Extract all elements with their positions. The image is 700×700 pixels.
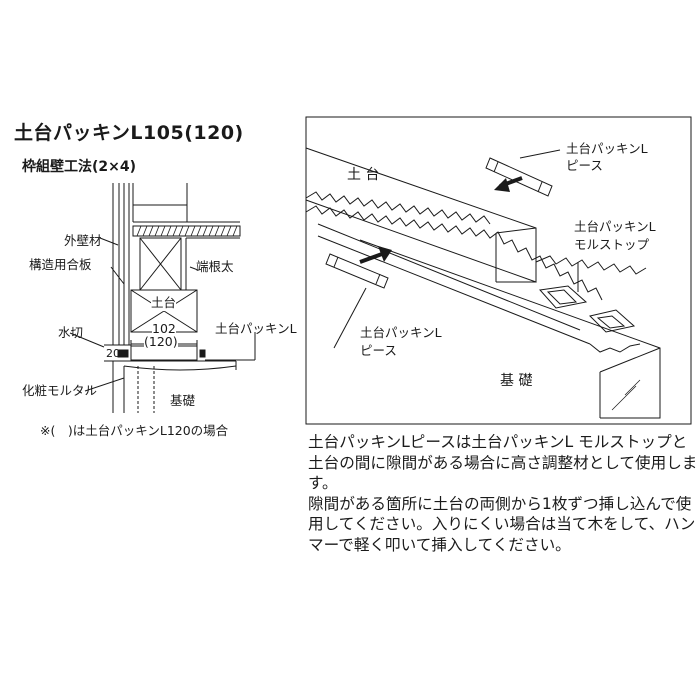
leader-flashing bbox=[69, 332, 105, 348]
packing-ribs-top bbox=[305, 191, 491, 225]
iso-sill-label: 土 台 bbox=[347, 167, 380, 183]
leader-piece-left bbox=[333, 287, 367, 349]
sill-beam bbox=[305, 147, 537, 283]
width-dimension: 102 bbox=[152, 321, 176, 336]
leader-piece-top bbox=[519, 149, 561, 159]
foundation-label: 基礎 bbox=[170, 393, 196, 408]
leader-plywood bbox=[110, 266, 125, 285]
outer-wall-label: 外壁材 bbox=[64, 233, 102, 248]
floor-board-hatch bbox=[136, 225, 238, 237]
section-title: 土台パッキンL105(120) bbox=[14, 122, 244, 144]
footnote: ※( )は土台パッキンL120の場合 bbox=[40, 423, 229, 438]
packing-edge-right bbox=[199, 349, 206, 358]
isometric-frame bbox=[305, 116, 692, 425]
mortar-stop-ribs bbox=[535, 255, 647, 275]
plywood-label: 構造用合板 bbox=[29, 257, 92, 272]
description-paragraph-1: 土台パッキンLピースは土台パッキンL モルストップと土台の間に隙間がある場合に高… bbox=[308, 433, 698, 492]
iso-foundation-label: 基 礎 bbox=[500, 373, 533, 389]
sill-label: 土台 bbox=[151, 292, 177, 311]
piece-left bbox=[325, 253, 389, 289]
description-paragraph-2: 隙間がある箇所に土台の両側から1枚ずつ挿し込んで使用してください。入りにくい場合… bbox=[308, 494, 696, 554]
piece-top bbox=[485, 157, 553, 197]
iso-piece-top-label-1: 土台パッキンL bbox=[566, 141, 648, 156]
isometric-assembly-diagram bbox=[305, 116, 692, 425]
leader-mortar bbox=[84, 377, 125, 392]
packing-label: 土台パッキンL bbox=[215, 321, 297, 336]
floor-board bbox=[132, 225, 241, 237]
iso-piece-top-label-2: ピース bbox=[566, 158, 603, 173]
height-dimension: 20 bbox=[106, 347, 120, 360]
construction-method-label: 枠組壁工法(2×4) bbox=[22, 159, 137, 175]
insertion-arrows bbox=[359, 176, 523, 264]
mortar-label: 化粧モルタル bbox=[22, 383, 98, 398]
packing-ribs-mid bbox=[305, 205, 603, 301]
iso-piece-left-label-2: ピース bbox=[360, 343, 397, 358]
leader-end-joist bbox=[189, 266, 199, 271]
slot-2 bbox=[589, 309, 636, 333]
end-joist-label: 端根太 bbox=[196, 259, 234, 274]
iso-stop-label-1: 土台パッキンL bbox=[574, 219, 656, 234]
iso-stop-label-2: モルストップ bbox=[574, 237, 650, 252]
slot-1 bbox=[539, 285, 588, 309]
width-dimension-alt: (120) bbox=[144, 334, 178, 349]
foundation-outline bbox=[359, 239, 661, 419]
iso-piece-left-label-1: 土台パッキンL bbox=[360, 325, 442, 340]
flashing-edge bbox=[117, 349, 129, 358]
description-block: 土台パッキンLピースは土台パッキンL モルストップと土台の間に隙間がある場合に高… bbox=[308, 432, 698, 555]
leader-outer-wall bbox=[99, 237, 119, 246]
flashing-label: 水切 bbox=[58, 325, 84, 340]
